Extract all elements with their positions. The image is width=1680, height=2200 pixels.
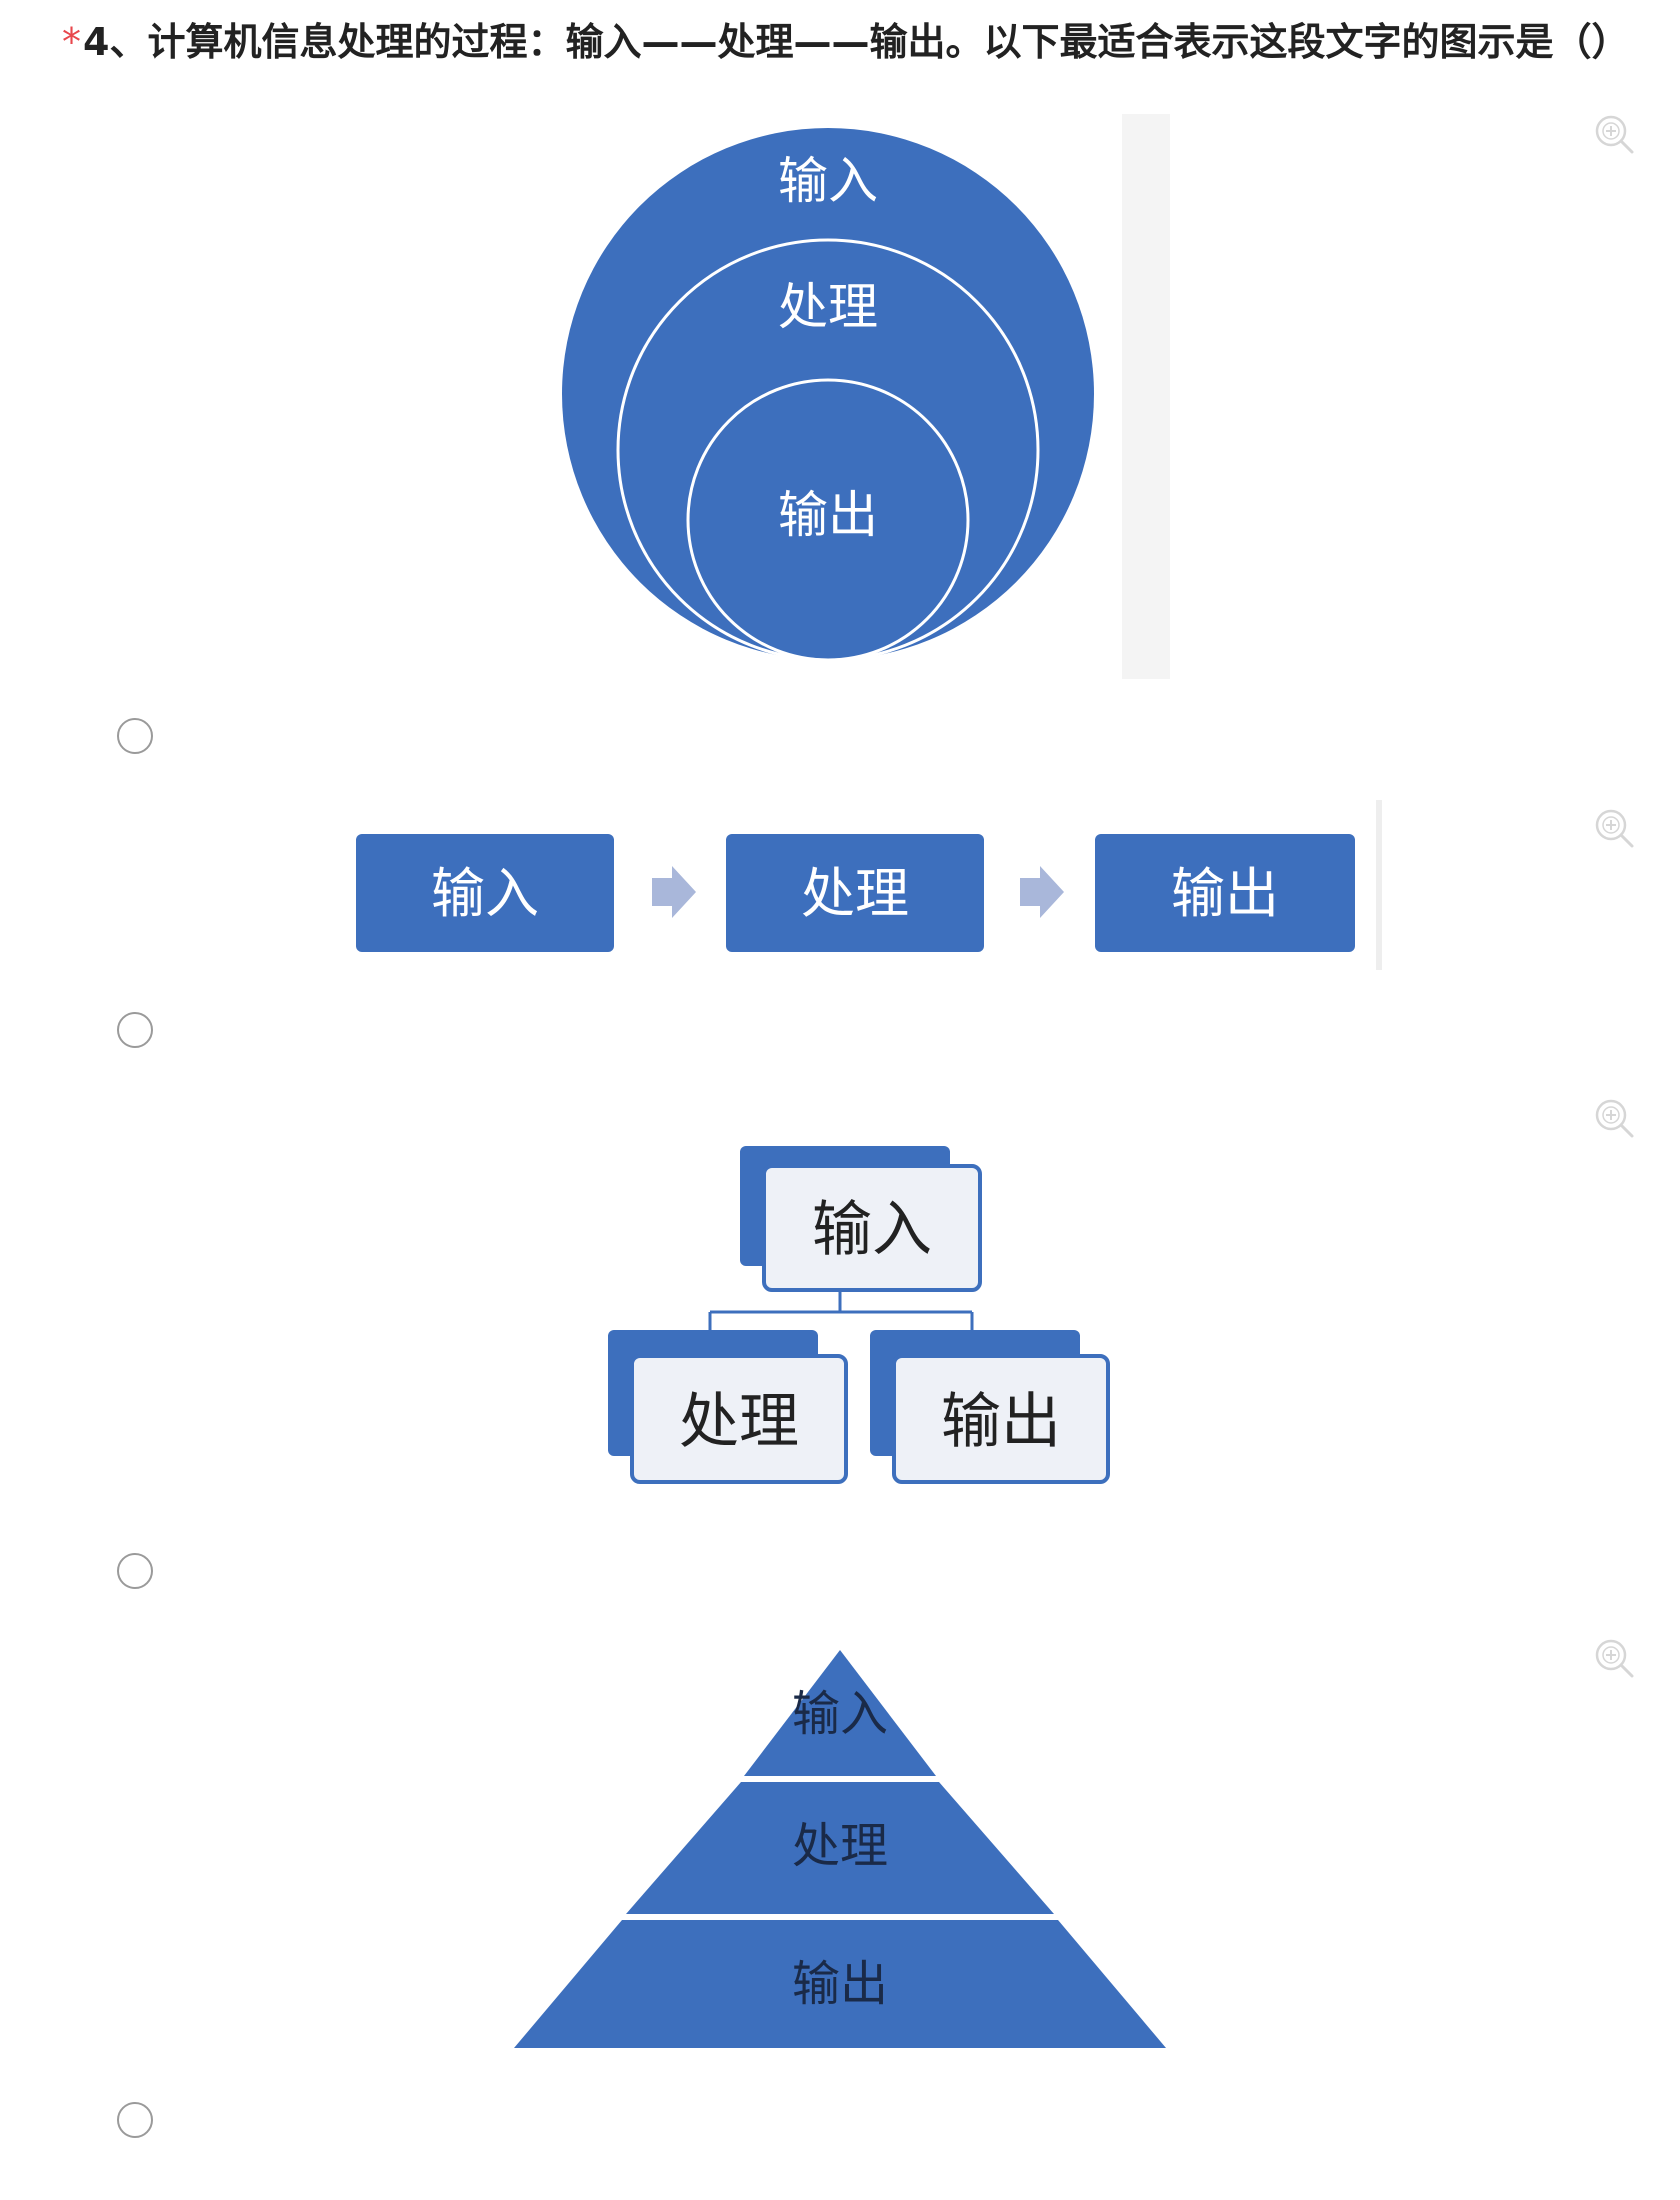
flow-label-process: 处理: [801, 862, 909, 925]
pyramid-tier-output: [514, 1920, 1166, 2048]
pyramid-tier-input: [744, 1650, 936, 1776]
option-2-radio[interactable]: [117, 1012, 153, 1048]
image-edge-strip: [1122, 114, 1170, 679]
hierarchy-node-output: [892, 1354, 1110, 1484]
hierarchy-label-output: 输出: [941, 1387, 1061, 1457]
flow-label-input: 输入: [431, 862, 539, 925]
option-3-radio[interactable]: [117, 1553, 153, 1589]
circle-label-input: 输入: [778, 152, 878, 210]
pyramid-tier-process: [626, 1782, 1054, 1914]
question-text: 4、计算机信息处理的过程：输入——处理——输出。以下最适合表示这段文字的图示是（…: [83, 20, 1630, 64]
flow-box-output: [1095, 834, 1355, 952]
outer-circle: [562, 128, 1094, 660]
zoom-in-icon[interactable]: [1592, 1636, 1636, 1680]
option-3-figure: 输入 处理 输出: [608, 1146, 1110, 1484]
arrow-right-icon: [652, 866, 696, 918]
flow-box-input: [356, 834, 614, 952]
zoom-in-icon[interactable]: [1592, 112, 1636, 156]
circle-label-process: 处理: [778, 278, 878, 336]
question-title: *4、计算机信息处理的过程：输入——处理——输出。以下最适合表示这段文字的图示是…: [62, 14, 1629, 70]
arrow-right-icon: [1020, 866, 1064, 918]
option-1-radio[interactable]: [117, 718, 153, 754]
required-mark: *: [62, 20, 81, 64]
flow-box-process: [726, 834, 984, 952]
hierarchy-node-process: [630, 1354, 848, 1484]
zoom-in-icon[interactable]: [1592, 806, 1636, 850]
image-edge-strip: [1376, 800, 1382, 970]
pyramid-label-output: 输出: [792, 1956, 888, 2012]
hierarchy-label-process: 处理: [679, 1387, 799, 1457]
option-4-radio[interactable]: [117, 2102, 153, 2138]
zoom-in-icon[interactable]: [1592, 1096, 1636, 1140]
option-2-figure: 输入 处理 输出: [356, 800, 1382, 970]
hierarchy-node-input: [762, 1164, 982, 1292]
option-4-figure: 输入 处理 输出: [514, 1650, 1166, 2048]
inner-circle: [686, 378, 970, 662]
hierarchy-label-input: 输入: [812, 1195, 932, 1265]
option-1-figure: 输入 处理 输出: [562, 114, 1170, 679]
pyramid-label-input: 输入: [792, 1686, 888, 1742]
flow-label-output: 输出: [1171, 862, 1279, 925]
circle-label-output: 输出: [778, 486, 878, 544]
pyramid-label-process: 处理: [792, 1818, 888, 1874]
